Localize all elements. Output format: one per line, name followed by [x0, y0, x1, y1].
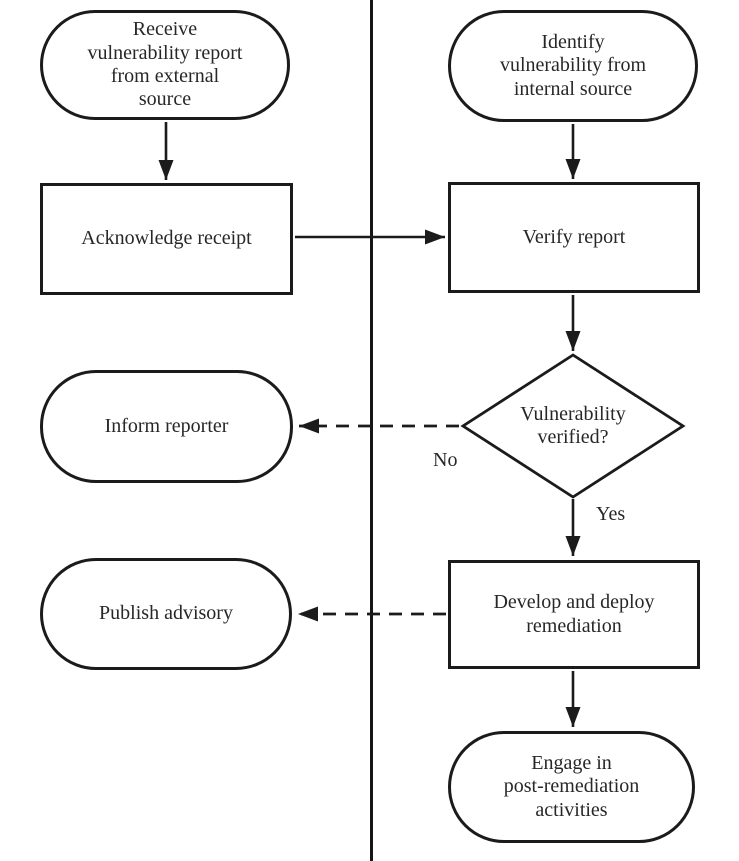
decision-diamond-shape — [460, 353, 686, 499]
node-identify-internal: Identify vulnerability from internal sou… — [448, 10, 698, 122]
node-develop-remediation: Develop and deploy remediation — [448, 560, 700, 669]
edge-label-no: No — [433, 449, 458, 471]
node-inform-reporter: Inform reporter — [40, 370, 293, 483]
node-verify-report: Verify report — [448, 182, 700, 293]
node-post-remediation: Engage in post-remediation activities — [448, 731, 695, 843]
node-decision-vulnerability-verified: Vulnerability verified? — [520, 402, 626, 448]
node-acknowledge-receipt: Acknowledge receipt — [40, 183, 293, 295]
node-receive-external-report: Receive vulnerability report from extern… — [40, 10, 290, 120]
edge-label-yes: Yes — [596, 503, 626, 525]
node-publish-advisory: Publish advisory — [40, 558, 292, 670]
